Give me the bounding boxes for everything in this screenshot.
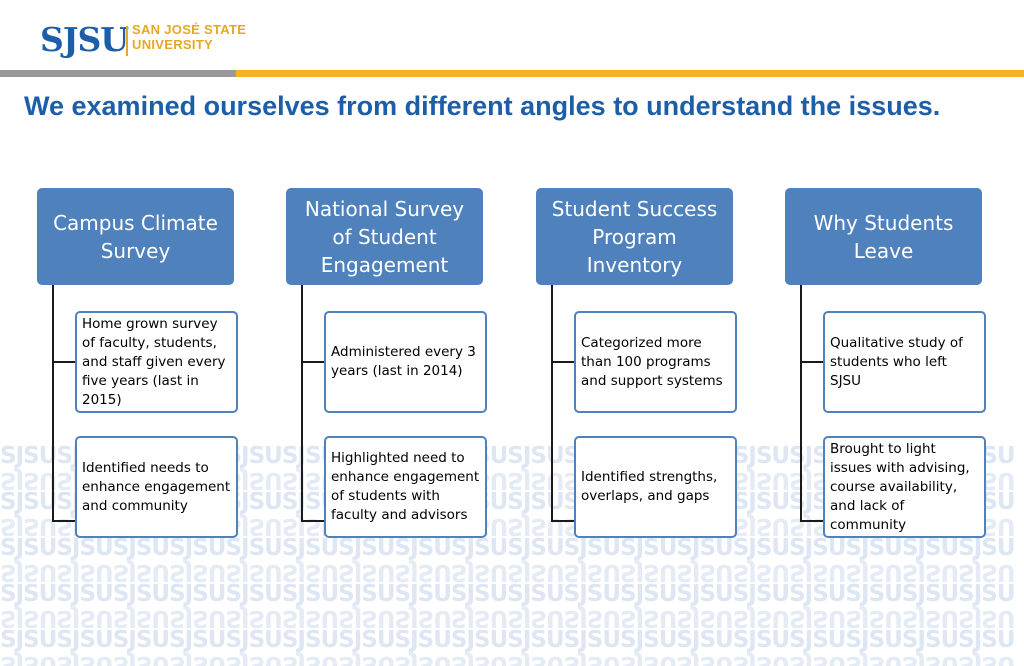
logo-divider xyxy=(126,26,128,56)
column-header: Campus Climate Survey xyxy=(37,188,234,285)
logo-text: SAN JOSÉ STATE UNIVERSITY xyxy=(132,22,272,52)
logo-wordmark: SJSU xyxy=(40,20,129,59)
connector-line xyxy=(301,361,324,363)
detail-box: Brought to light issues with advising, c… xyxy=(823,436,986,538)
column-student-success-inventory: Student Success Program Inventory Catego… xyxy=(536,188,737,543)
watermark-row: SJSUSJSUSJSUSJSUSJSUSJSUSJSUSJSUSJSUSJSU… xyxy=(0,581,1016,607)
connector-line xyxy=(52,285,54,522)
column-national-survey: National Survey of Student Engagement Ad… xyxy=(286,188,487,543)
connector-line xyxy=(301,520,324,522)
watermark-row: SJSUSJSUSJSUSJSUSJSUSJSUSJSUSJSUSJSUSJSU… xyxy=(0,535,1016,561)
connector-line xyxy=(800,361,823,363)
detail-box: Categorized more than 100 programs and s… xyxy=(574,311,737,413)
connector-line xyxy=(52,361,75,363)
logo-line-1: SAN JOSÉ STATE xyxy=(132,22,247,37)
background-watermark: SJSUSJSUSJSUSJSUSJSUSJSUSJSUSJSUSJSUSJSU… xyxy=(0,445,1024,666)
column-campus-climate-survey: Campus Climate Survey Home grown survey … xyxy=(37,188,238,543)
connector-line xyxy=(800,520,823,522)
detail-box: Home grown survey of faculty, students, … xyxy=(75,311,238,413)
watermark-row: SJSUSJSUSJSUSJSUSJSUSJSUSJSUSJSUSJSUSJSU… xyxy=(0,605,1015,631)
connector-line xyxy=(551,285,553,522)
detail-box: Qualitative study of students who left S… xyxy=(823,311,986,413)
watermark-row: SJSUSJSUSJSUSJSUSJSUSJSUSJSUSJSUSJSUSJSU… xyxy=(0,445,1016,469)
connector-line xyxy=(551,361,574,363)
detail-box: Highlighted need to enhance engagement o… xyxy=(324,436,487,538)
watermark-row: SJSUSJSUSJSUSJSUSJSUSJSUSJSUSJSUSJSUSJSU… xyxy=(0,651,1015,666)
watermark-row: SJSUSJSUSJSUSJSUSJSUSJSUSJSUSJSUSJSUSJSU… xyxy=(0,489,1016,515)
detail-box: Administered every 3 years (last in 2014… xyxy=(324,311,487,413)
header-rule-gold xyxy=(236,70,1024,77)
detail-box: Identified needs to enhance engagement a… xyxy=(75,436,238,538)
column-header: Student Success Program Inventory xyxy=(536,188,733,285)
connector-line xyxy=(551,520,574,522)
connector-line xyxy=(301,285,303,522)
column-header: National Survey of Student Engagement xyxy=(286,188,483,285)
connector-line xyxy=(800,285,802,522)
watermark-row: SJSUSJSUSJSUSJSUSJSUSJSUSJSUSJSUSJSUSJSU… xyxy=(0,559,1015,585)
connector-line xyxy=(52,520,75,522)
watermark-row: SJSUSJSUSJSUSJSUSJSUSJSUSJSUSJSUSJSUSJSU… xyxy=(0,627,1016,653)
logo-line-2: UNIVERSITY xyxy=(132,37,214,52)
detail-box: Identified strengths, overlaps, and gaps xyxy=(574,436,737,538)
slide-title: We examined ourselves from different ang… xyxy=(24,91,941,121)
column-why-students-leave: Why Students Leave Qualitative study of … xyxy=(785,188,986,543)
column-header: Why Students Leave xyxy=(785,188,982,285)
header-rule-gray xyxy=(0,70,236,77)
